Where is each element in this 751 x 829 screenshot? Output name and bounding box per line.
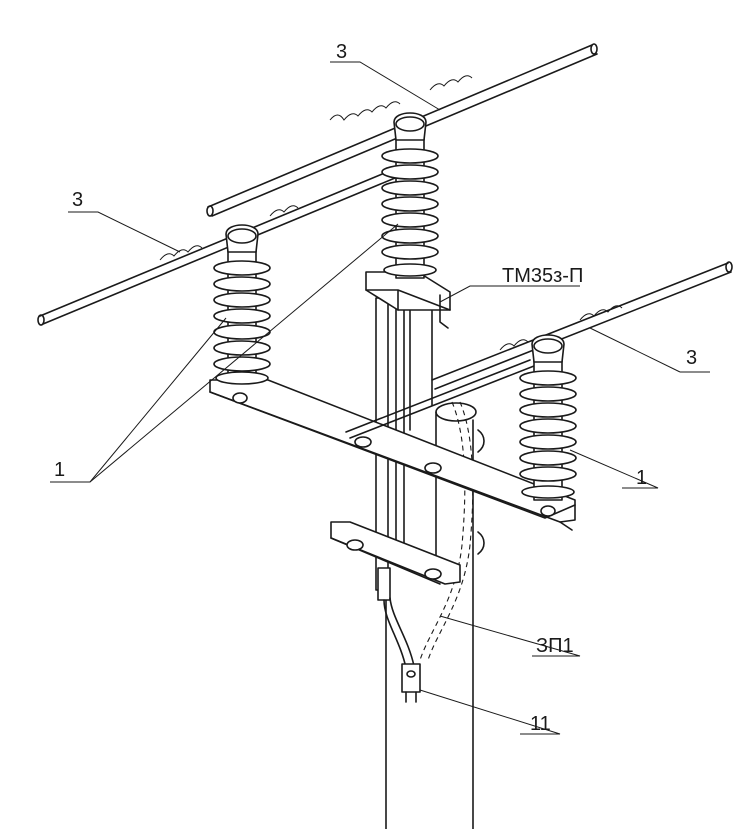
label-clamp: 11 <box>530 713 551 735</box>
label-wire-top: 3 <box>336 41 347 63</box>
insulator-center <box>381 112 439 279</box>
label-wire-right: 3 <box>686 347 697 369</box>
label-insulator-right: 1 <box>636 467 647 489</box>
leader-lines <box>50 61 710 735</box>
label-ground-conductor: ЗП1 <box>536 635 574 657</box>
crossarm <box>209 379 576 531</box>
ground-conductor-dashed <box>419 401 485 661</box>
lower-bracket <box>330 521 461 585</box>
label-insulators-left: 1 <box>54 459 65 481</box>
label-bracket: ТМ35з-П <box>502 265 583 287</box>
insulator-right <box>519 334 577 501</box>
ground-clamp <box>377 567 421 703</box>
tie-rod <box>345 359 535 439</box>
label-wire-left: 3 <box>72 189 83 211</box>
insulator-left <box>213 224 271 385</box>
